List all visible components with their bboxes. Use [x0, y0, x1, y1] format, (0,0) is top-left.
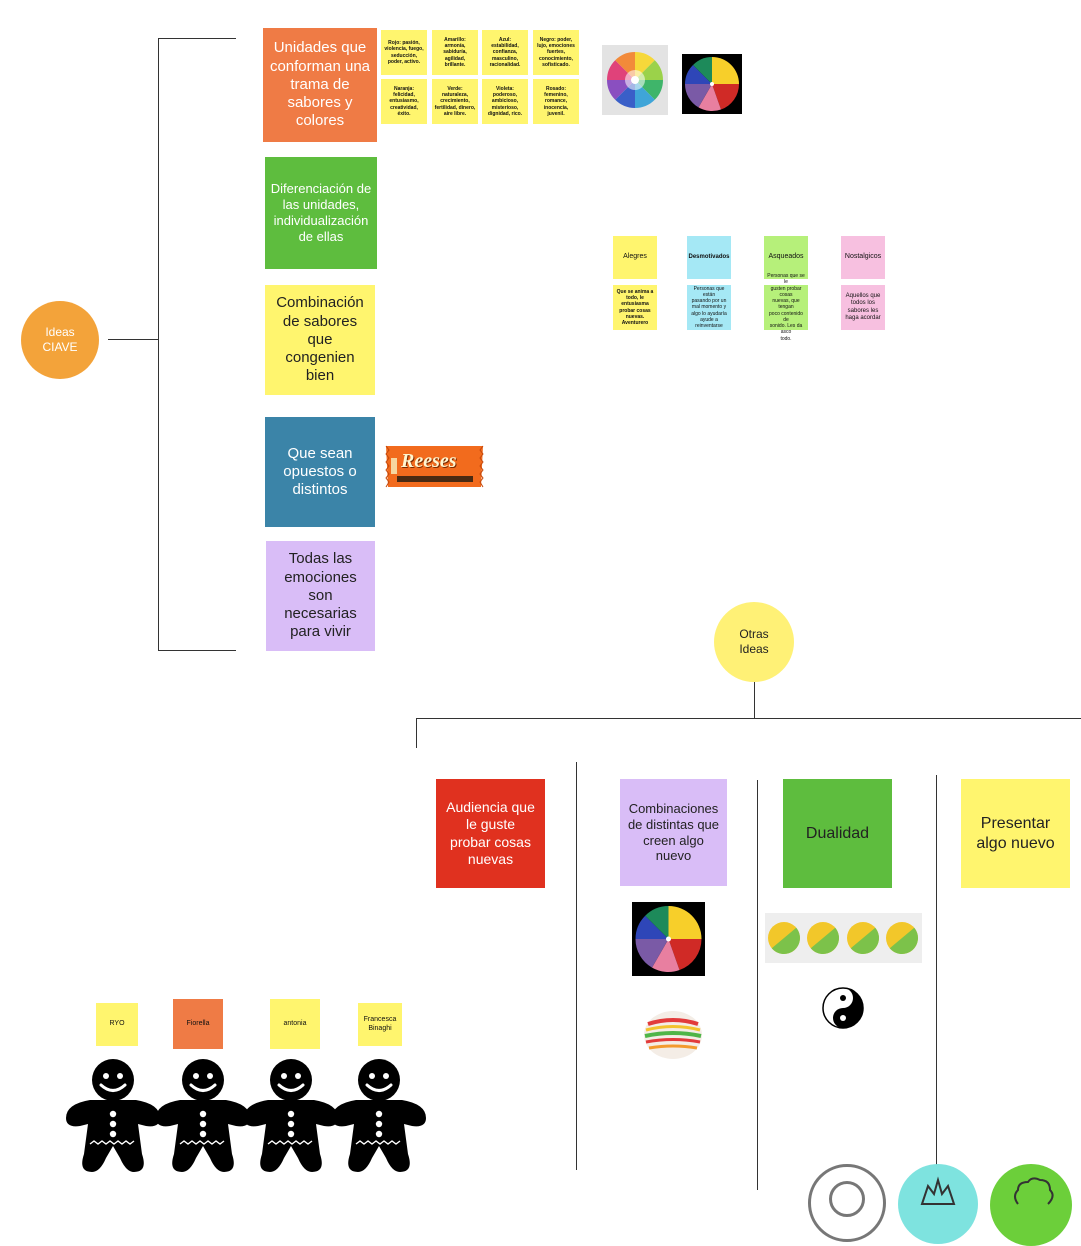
note-presentar[interactable]: Presentar algo nuevo [961, 779, 1070, 888]
color-note-text: Verde: naturaleza, crecimiento, fertilid… [434, 85, 476, 117]
color-note-verde[interactable]: Verde: naturaleza, crecimiento, fertilid… [432, 79, 478, 124]
team-name: antonia [283, 1019, 307, 1027]
color-note-text: Rosado: femenino, romance, inocencia, ju… [543, 85, 569, 117]
emotion-color-wheel-image[interactable] [602, 45, 668, 115]
mood-note-desmotivados[interactable]: Desmotivados [687, 236, 731, 279]
mood-desc-alegres[interactable]: Que se anima a todo, le entusiasma proba… [613, 285, 657, 330]
gummy-candies-image[interactable] [765, 913, 922, 963]
mood-desc-text: Personas que se le gusten probar cosas n… [767, 273, 805, 342]
team-name: Fiorella [186, 1019, 210, 1027]
brain-icon[interactable] [990, 1164, 1072, 1246]
connector-line [108, 339, 158, 340]
team-note-antonia[interactable]: antonia [270, 999, 320, 1049]
yin-yang-icon [821, 986, 865, 1030]
note-combinaciones-text: Combinaciones de distintas que creen alg… [627, 800, 720, 864]
column-divider [936, 775, 937, 1185]
note-combinacion-text: Combinación de sabores que congenien bie… [276, 294, 364, 385]
reeses-candy-image[interactable]: Reeses [383, 444, 486, 489]
note-dualidad[interactable]: Dualidad [783, 779, 892, 888]
note-audiencia[interactable]: Audiencia que le guste probar cosas nuev… [436, 779, 545, 888]
connector-line [158, 650, 236, 651]
color-note-rosado[interactable]: Rosado: femenino, romance, inocencia, ju… [533, 79, 579, 124]
note-diferenciacion-text: Diferenciación de las unidades, individu… [270, 181, 372, 244]
color-note-text: Azul: estabilidad, confianza, masculino,… [489, 36, 521, 68]
mood-note-alegres[interactable]: Alegres [613, 236, 657, 279]
team-name: RYO [109, 1020, 125, 1028]
badge-icon[interactable] [898, 1164, 978, 1244]
column-divider [576, 762, 577, 1170]
note-unidades-text: Unidades que conforman una trama de sabo… [269, 39, 371, 130]
note-combinacion[interactable]: Combinación de sabores que congenien bie… [265, 285, 375, 395]
connector-line [416, 718, 417, 748]
column-divider [757, 780, 758, 1190]
mood-note-nostalgicos[interactable]: Nostalgicos [841, 236, 885, 279]
connector-line [158, 38, 236, 39]
team-note-ryo[interactable]: RYO [96, 1003, 138, 1046]
color-note-text: Violeta: poderoso, ambicioso, misterioso… [487, 85, 523, 117]
color-note-rojo[interactable]: Rojo: pasión, violencia, fuego, seducció… [381, 30, 427, 75]
mood-title: Asqueados [768, 253, 804, 261]
note-combinaciones[interactable]: Combinaciones de distintas que creen alg… [620, 779, 727, 886]
color-note-violeta[interactable]: Violeta: poderoso, ambicioso, misterioso… [482, 79, 528, 124]
mood-desc-text: Que se anima a todo, le entusiasma proba… [616, 288, 654, 326]
team-name: Francesca Binaghi [363, 1015, 397, 1032]
otras-ideas-node[interactable]: Otras Ideas [714, 602, 794, 682]
reeses-brand-text: Reeses [401, 450, 457, 472]
mood-title: Desmotivados [688, 253, 730, 260]
ideas-clave-label: Ideas CIAVE [42, 325, 78, 354]
connector-line [754, 680, 755, 718]
target-icon[interactable] [808, 1164, 886, 1242]
mood-desc-text: Aquellos que todos los sabores les haga … [845, 292, 881, 321]
otras-ideas-label: Otras Ideas [739, 627, 769, 656]
mood-title: Nostalgicos [844, 253, 882, 261]
note-presentar-text: Presentar algo nuevo [976, 814, 1055, 852]
color-pie-wheel-image-2[interactable] [632, 902, 705, 976]
mood-desc-desmotivados[interactable]: Personas que están pasando por un mal mo… [687, 285, 731, 330]
color-pie-wheel-image[interactable] [682, 54, 742, 114]
color-note-naranja[interactable]: Naranja: felicidad, entusiasmo, creativi… [381, 79, 427, 124]
note-opuestos-text: Que sean opuestos o distintos [283, 444, 357, 499]
note-emociones-text: Todas las emociones son necesarias para … [284, 550, 357, 641]
color-note-text: Amarillo: armonía, sabiduría, agilidad, … [443, 36, 467, 68]
mood-desc-asqueados[interactable]: Personas que se le gusten probar cosas n… [764, 273, 808, 342]
mood-desc-nostalgicos[interactable]: Aquellos que todos los sabores les haga … [841, 285, 885, 330]
color-note-amarillo[interactable]: Amarillo: armonía, sabiduría, agilidad, … [432, 30, 478, 75]
color-note-text: Naranja: felicidad, entusiasmo, creativi… [389, 85, 419, 117]
color-note-negro[interactable]: Negro: poder, lujo, emociones fuertes, c… [533, 30, 579, 75]
striped-candy-image[interactable] [642, 1008, 704, 1062]
note-dualidad-text: Dualidad [805, 824, 870, 842]
color-note-text: Negro: poder, lujo, emociones fuertes, c… [537, 36, 575, 68]
color-note-azul[interactable]: Azul: estabilidad, confianza, masculino,… [482, 30, 528, 75]
note-unidades[interactable]: Unidades que conforman una trama de sabo… [263, 28, 377, 142]
color-note-text: Rojo: pasión, violencia, fuego, seducció… [384, 40, 424, 65]
note-emociones[interactable]: Todas las emociones son necesarias para … [266, 541, 375, 651]
connector-line [416, 718, 1081, 719]
gingerbread-row [64, 1057, 428, 1174]
connector-line [158, 38, 159, 651]
note-diferenciacion[interactable]: Diferenciación de las unidades, individu… [265, 157, 377, 269]
note-opuestos[interactable]: Que sean opuestos o distintos [265, 417, 375, 527]
note-audiencia-text: Audiencia que le guste probar cosas nuev… [446, 799, 535, 867]
team-note-francesca[interactable]: Francesca Binaghi [358, 1003, 402, 1046]
team-note-fiorella[interactable]: Fiorella [173, 999, 223, 1049]
mood-note-asqueados[interactable]: Asqueados [764, 236, 808, 279]
mood-title: Alegres [623, 253, 647, 261]
ideas-clave-node[interactable]: Ideas CIAVE [21, 301, 99, 379]
mood-desc-text: Personas que están pasando por un mal mo… [691, 285, 727, 330]
